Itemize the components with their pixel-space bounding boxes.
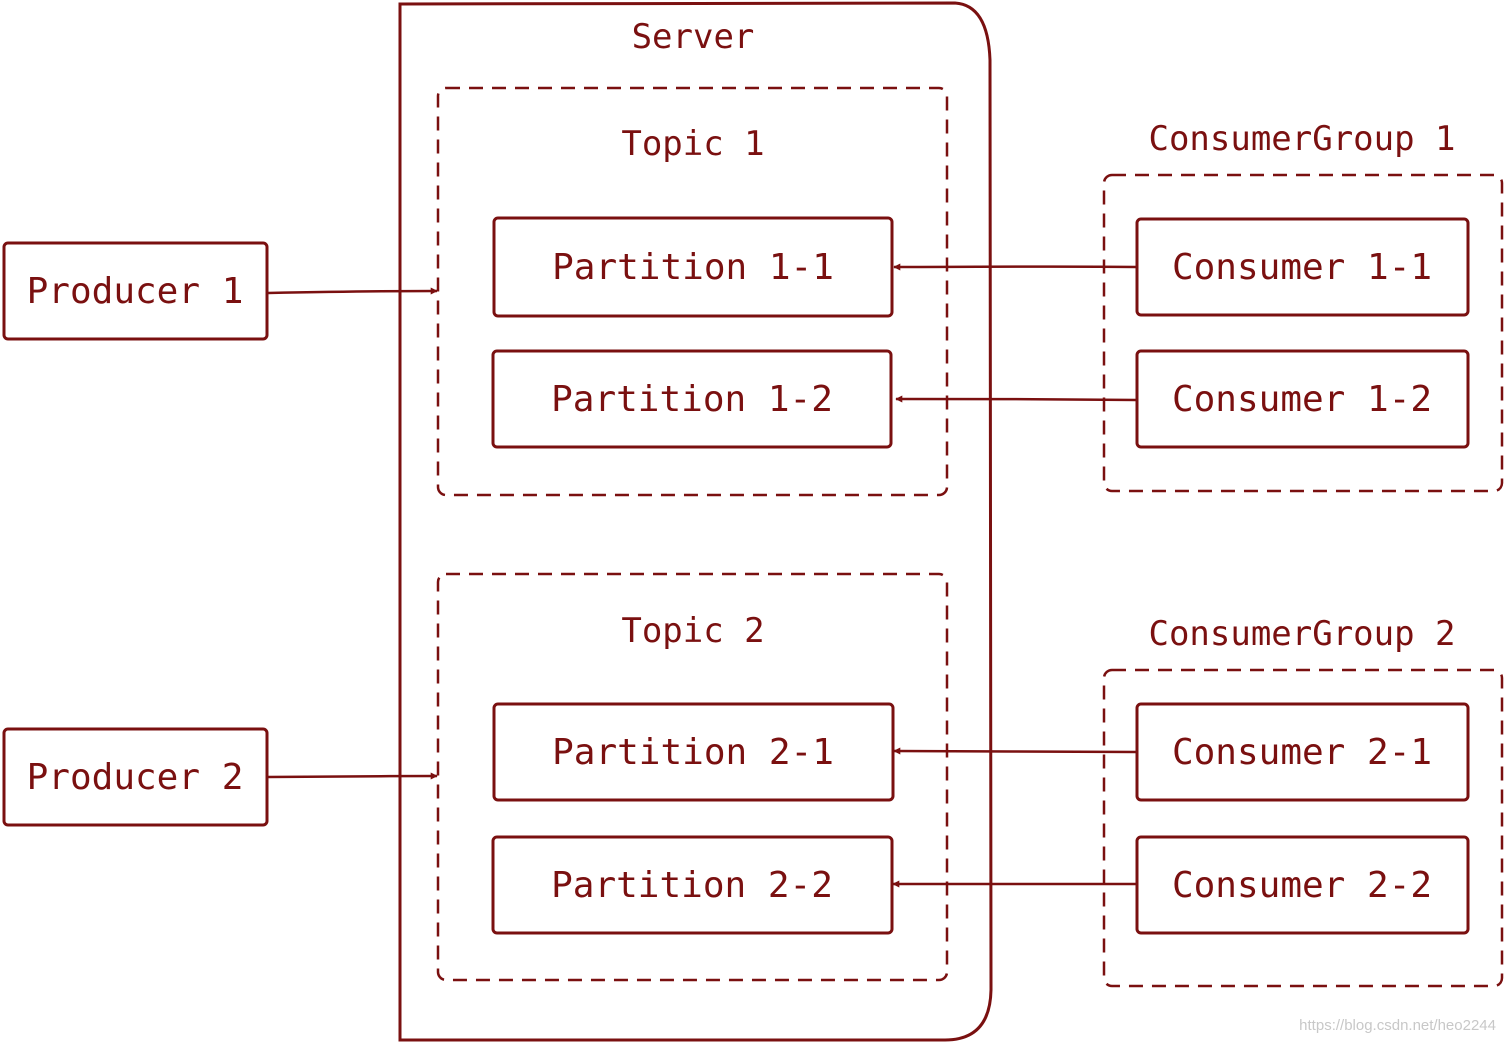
topic-1-label: Topic 1	[621, 124, 764, 164]
server-box	[398, 1, 993, 1042]
topic-2-box	[436, 572, 949, 982]
producer-1-label: Producer 1	[27, 271, 244, 312]
producer-2: Producer 2	[2, 727, 269, 827]
consumer-group-2-box	[1102, 668, 1504, 988]
partition-2-2-box	[491, 835, 894, 935]
consumer-1-2-label: Consumer 1-2	[1172, 379, 1432, 420]
producer-2-box	[2, 727, 269, 827]
arrow-producer-1-to-topic-1	[267, 287, 438, 295]
consumer-group-2-label: ConsumerGroup 2	[1148, 614, 1455, 654]
consumer-group-1-label: ConsumerGroup 1	[1148, 119, 1455, 159]
consumer-1-1-label: Consumer 1-1	[1172, 247, 1432, 288]
consumer-2-1-label: Consumer 2-1	[1172, 732, 1432, 773]
consumer-group-1: ConsumerGroup 1 Consumer 1-1 Consumer 1-…	[1102, 119, 1504, 493]
server-container: Server	[398, 1, 993, 1042]
partition-1-2-box	[491, 349, 893, 449]
consumer-group-1-box	[1102, 173, 1504, 493]
partition-2-2-label: Partition 2-2	[551, 865, 833, 906]
server-label: Server	[632, 17, 755, 57]
producer-1-box	[2, 241, 269, 341]
partition-1-1-label: Partition 1-1	[552, 247, 834, 288]
consumer-group-2: ConsumerGroup 2 Consumer 2-1 Consumer 2-…	[1102, 614, 1504, 988]
topic-1-box	[436, 86, 949, 497]
arrow-consumer-1-2-to-partition-1-2	[895, 395, 1138, 403]
producer-1: Producer 1	[2, 241, 269, 341]
topic-2-group: Topic 2 Partition 2-1 Partition 2-2	[436, 572, 949, 982]
topic-2-label: Topic 2	[621, 611, 764, 651]
arrow-producer-2-to-topic-2	[267, 772, 438, 780]
producer-2-label: Producer 2	[27, 757, 244, 798]
partition-1-2-label: Partition 1-2	[551, 379, 833, 420]
arrow-consumer-2-1-to-partition-2-1	[893, 747, 1138, 755]
consumer-2-2-label: Consumer 2-2	[1172, 865, 1432, 906]
partition-1-1-box	[492, 216, 894, 318]
partition-2-1-label: Partition 2-1	[552, 732, 834, 773]
topic-1-group: Topic 1 Partition 1-1 Partition 1-2	[436, 86, 949, 497]
watermark-text: https://blog.csdn.net/heo2244	[1299, 1017, 1496, 1034]
partition-2-1-box	[492, 702, 895, 802]
